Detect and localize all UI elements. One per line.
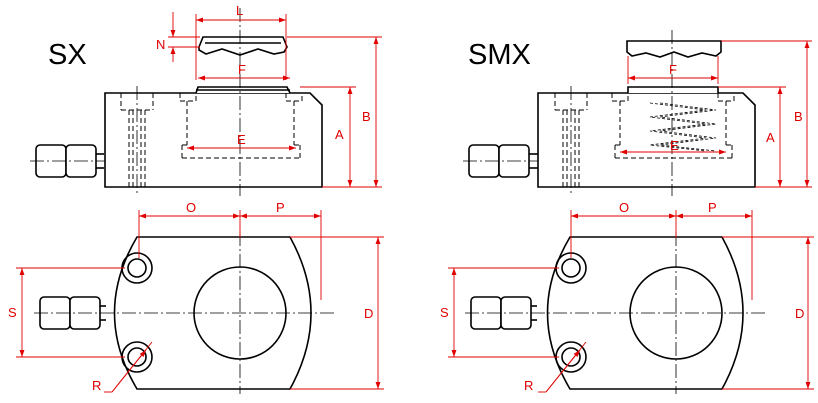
smx-dim-e-label: E xyxy=(670,138,679,153)
smx-side-view: SMX xyxy=(463,30,756,196)
sx-dim-s-label: S xyxy=(8,305,17,320)
sx-side-view: SX xyxy=(30,8,323,196)
sx-dim-b-label: B xyxy=(362,109,371,124)
sx-plan-dimensions: O P S D R xyxy=(8,200,384,393)
sx-dim-d-label: D xyxy=(364,306,373,321)
sx-mounting-bore xyxy=(120,86,154,194)
smx-dim-d-label: D xyxy=(795,306,804,321)
sx-dim-p-label: P xyxy=(276,200,285,215)
smx-dim-a-label: A xyxy=(766,130,775,145)
smx-side-dimensions: F E A B xyxy=(620,40,812,188)
sx-dim-f-label: F xyxy=(238,62,246,77)
smx-dim-p-label: P xyxy=(708,200,717,215)
smx-side-coupler xyxy=(463,144,546,178)
smx-plan-dimensions: O P S D R xyxy=(440,200,814,393)
smx-dim-f-label: F xyxy=(669,62,677,77)
sx-side-dimensions: L N F E A B xyxy=(156,3,382,188)
smx-cylinder-body xyxy=(537,92,756,188)
smx-piston-bore xyxy=(611,93,735,159)
smx-plunger-head xyxy=(626,40,722,58)
sx-dim-l-label: L xyxy=(236,3,243,18)
smx-title: SMX xyxy=(468,39,531,71)
smx-piston-top xyxy=(627,86,719,93)
smx-plan-view xyxy=(465,232,768,394)
smx-mounting-bore xyxy=(554,86,588,194)
smx-dim-b-label: B xyxy=(794,109,803,124)
sx-dim-e-label: E xyxy=(237,132,246,147)
sx-cylinder-body xyxy=(104,92,323,188)
sx-dim-a-label: A xyxy=(335,127,344,142)
sx-dim-r-label: R xyxy=(92,378,101,393)
sx-dim-n-label: N xyxy=(156,37,165,52)
smx-dim-s-label: S xyxy=(440,305,449,320)
smx-return-spring xyxy=(649,102,717,152)
sx-piston-bore xyxy=(179,93,303,159)
smx-dim-r-label: R xyxy=(524,378,533,393)
sx-dim-o-label: O xyxy=(186,200,196,215)
sx-plunger-head xyxy=(198,36,288,56)
sx-title: SX xyxy=(48,39,87,71)
smx-dim-o-label: O xyxy=(619,200,629,215)
sx-plan-view xyxy=(34,232,336,394)
sx-side-coupler xyxy=(30,144,112,178)
